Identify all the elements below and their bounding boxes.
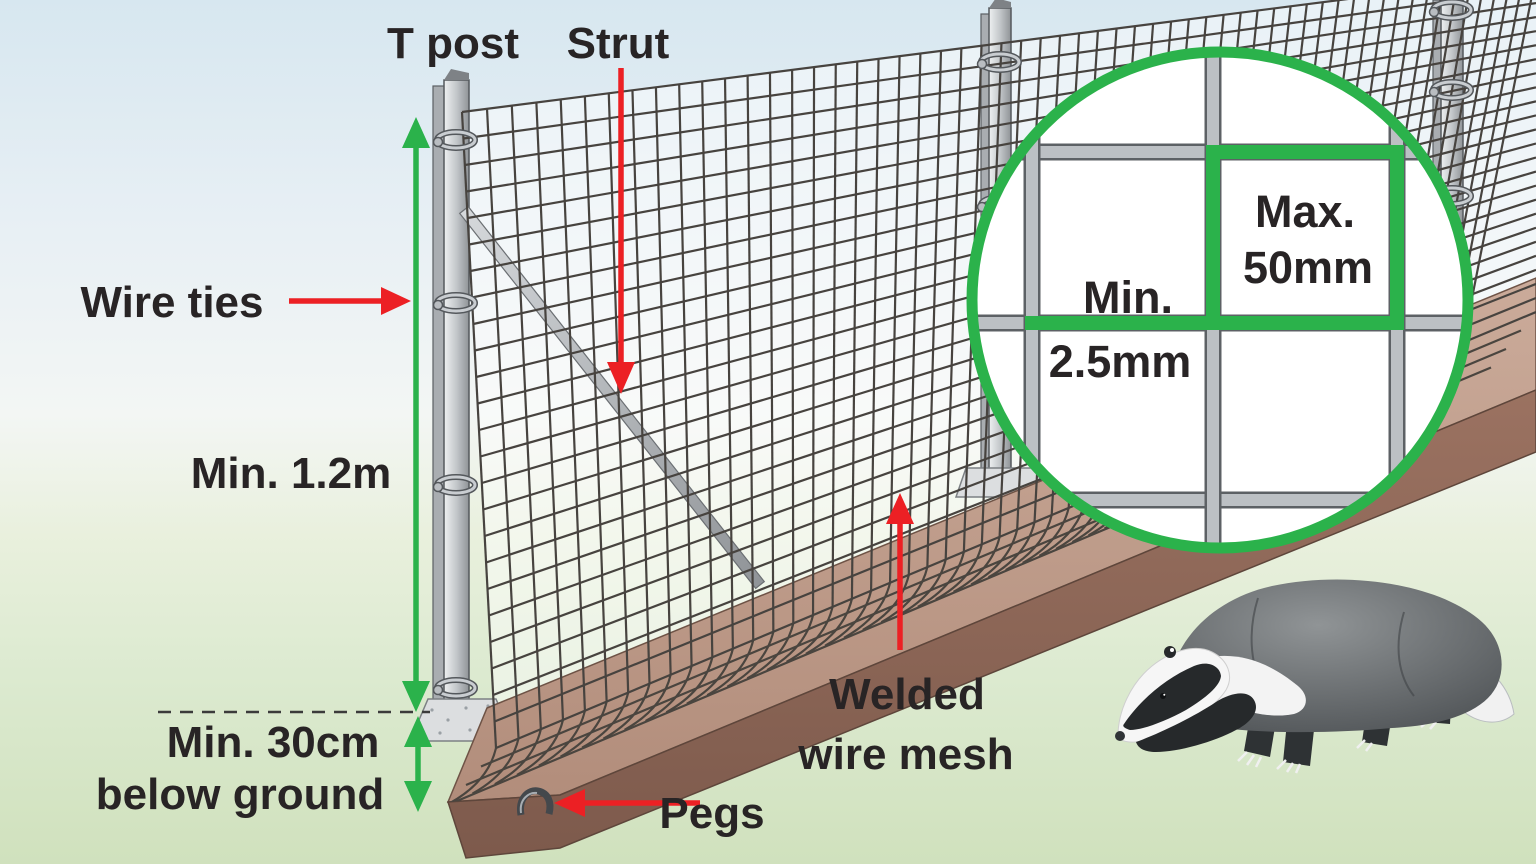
wire-ties-arrow	[289, 287, 411, 315]
welded-mesh-label-line1: Welded	[829, 670, 985, 719]
magnifier-ring	[966, 46, 1474, 554]
welded-mesh-arrow	[886, 493, 914, 650]
peg	[517, 787, 554, 816]
pegs-arrow	[554, 789, 700, 817]
wire-tie	[432, 474, 478, 496]
badger-eye-stripe	[1123, 663, 1221, 730]
wire-tie	[976, 51, 1022, 73]
mesh-opening-label-line2: 50mm	[1243, 242, 1373, 293]
min-depth-label-line2: below ground	[96, 770, 384, 819]
min-depth-label-line1: Min. 30cm	[167, 718, 380, 767]
green-dimension-arrows	[402, 117, 432, 812]
magnified-green-wires	[1025, 145, 1404, 330]
t-post-label: T post	[387, 19, 519, 68]
wire-ties-label: Wire ties	[80, 278, 263, 327]
wire-tie	[1428, 0, 1474, 21]
min-height-label: Min. 1.2m	[191, 449, 392, 498]
wire-gauge-label-line1: Min.	[1083, 272, 1173, 323]
wire-gauge-label-line2: 2.5mm	[1049, 336, 1192, 387]
badger-eye	[1160, 693, 1166, 699]
badger-illustration	[1115, 579, 1515, 774]
wire-tie	[432, 292, 478, 314]
min-height-arrow	[402, 117, 430, 712]
diagram-labels: T post Strut Wire ties Min. 1.2m Min. 30…	[80, 19, 1013, 838]
wire-tie	[1428, 79, 1474, 101]
strut-arrow	[607, 68, 635, 394]
welded-mesh-label-line2: wire mesh	[797, 730, 1013, 779]
pegs-label: Pegs	[659, 789, 764, 838]
magnifier: Min. 2.5mm Max. 50mm	[966, 46, 1474, 554]
badger-jaw-stripe	[1136, 693, 1256, 752]
t-post-1	[408, 69, 516, 742]
badger-ear	[1164, 646, 1176, 658]
strut-label: Strut	[567, 19, 670, 68]
wire-tie	[432, 677, 478, 699]
red-pointer-arrows	[289, 68, 914, 817]
mesh-opening-label-line1: Max.	[1255, 186, 1355, 237]
min-depth-arrow	[404, 716, 432, 812]
wire-tie	[432, 129, 478, 151]
badger-nose	[1115, 731, 1125, 741]
